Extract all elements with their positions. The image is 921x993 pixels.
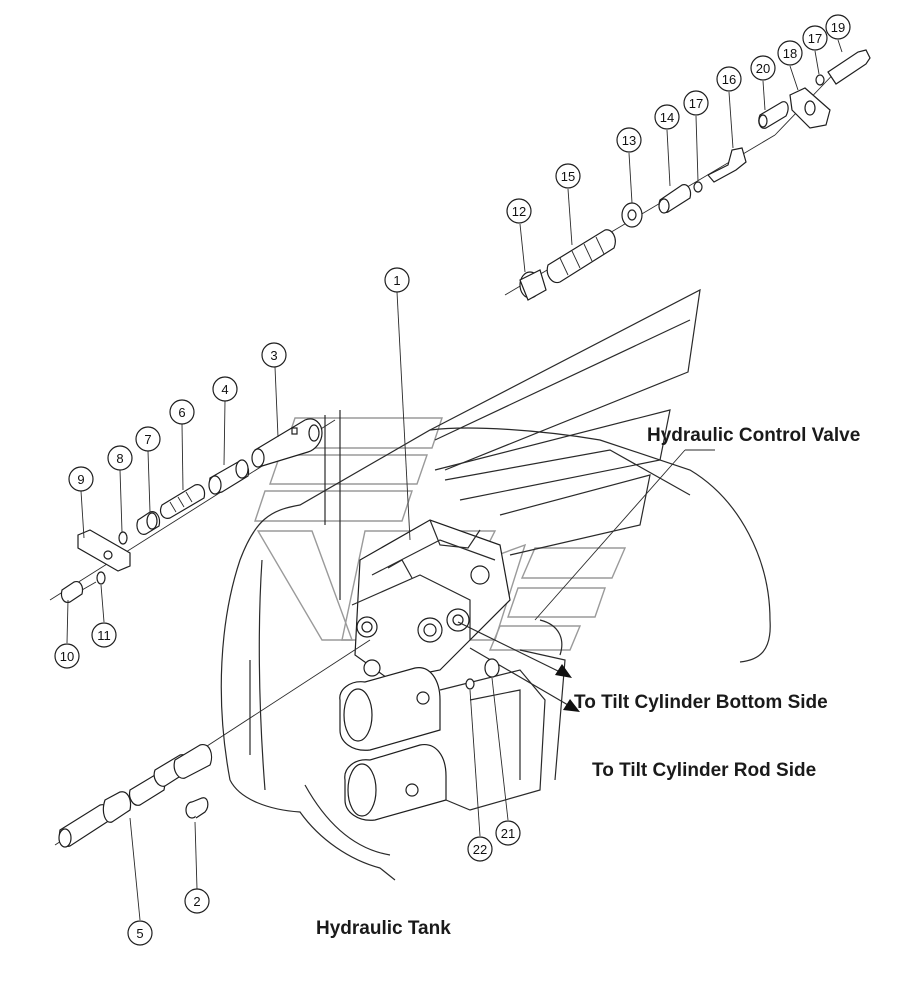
svg-text:18: 18 bbox=[783, 46, 797, 61]
callout-13: 13 bbox=[616, 127, 642, 153]
hydraulic-tank-label: Hydraulic Tank bbox=[316, 918, 451, 939]
svg-text:11: 11 bbox=[97, 628, 111, 643]
left-spool-parts bbox=[60, 418, 323, 603]
callout-15: 15 bbox=[555, 163, 581, 189]
leader-lines bbox=[66, 39, 843, 921]
callout-20: 20 bbox=[750, 55, 776, 81]
svg-text:9: 9 bbox=[77, 472, 84, 487]
flow-arrows bbox=[457, 621, 580, 712]
callout-8: 8 bbox=[107, 445, 133, 471]
callout-4: 4 bbox=[212, 376, 238, 402]
svg-text:16: 16 bbox=[722, 72, 736, 87]
svg-text:17: 17 bbox=[808, 31, 822, 46]
pump-assembly bbox=[339, 619, 566, 821]
callout-9: 9 bbox=[68, 466, 94, 492]
svg-text:8: 8 bbox=[116, 451, 123, 466]
svg-text:15: 15 bbox=[561, 169, 575, 184]
callout-18: 18 bbox=[777, 40, 803, 66]
callout-1: 1 bbox=[384, 267, 410, 293]
right-spool-parts bbox=[519, 49, 871, 301]
callout-3: 3 bbox=[261, 342, 287, 368]
callout-10: 10 bbox=[54, 643, 80, 669]
axis-lines bbox=[49, 61, 846, 846]
svg-text:6: 6 bbox=[178, 405, 185, 420]
callout-17-a: 17 bbox=[683, 90, 709, 116]
callout-22: 22 bbox=[467, 836, 493, 862]
tilt-rod-label: To Tilt Cylinder Rod Side bbox=[592, 760, 817, 781]
svg-text:10: 10 bbox=[60, 649, 74, 664]
svg-text:14: 14 bbox=[660, 110, 674, 125]
callout-5: 5 bbox=[127, 920, 153, 946]
svg-text:5: 5 bbox=[136, 926, 143, 941]
callout-12: 12 bbox=[506, 198, 532, 224]
callout-21: 21 bbox=[495, 820, 521, 846]
callout-6: 6 bbox=[169, 399, 195, 425]
svg-text:4: 4 bbox=[221, 382, 228, 397]
callout-16: 16 bbox=[716, 66, 742, 92]
lower-spool-parts bbox=[58, 743, 213, 848]
callouts: 1 2 3 4 5 6 7 8 9 10 11 12 13 14 15 16 1… bbox=[54, 14, 851, 946]
svg-text:12: 12 bbox=[512, 204, 526, 219]
tilt-bottom-label: To Tilt Cylinder Bottom Side bbox=[574, 692, 828, 713]
svg-text:7: 7 bbox=[144, 432, 151, 447]
svg-text:22: 22 bbox=[473, 842, 487, 857]
hydraulic-tank bbox=[220, 288, 771, 881]
svg-text:19: 19 bbox=[831, 20, 845, 35]
callout-14: 14 bbox=[654, 104, 680, 130]
svg-text:17: 17 bbox=[689, 96, 703, 111]
svg-text:13: 13 bbox=[622, 133, 636, 148]
svg-text:2: 2 bbox=[193, 894, 200, 909]
callout-17-b: 17 bbox=[802, 25, 828, 51]
callout-11: 11 bbox=[91, 622, 117, 648]
callout-7: 7 bbox=[135, 426, 161, 452]
svg-text:1: 1 bbox=[393, 273, 400, 288]
control-valve-body bbox=[351, 519, 511, 681]
callout-2: 2 bbox=[184, 888, 210, 914]
svg-text:20: 20 bbox=[756, 61, 770, 76]
callout-19: 19 bbox=[825, 14, 851, 40]
svg-text:21: 21 bbox=[501, 826, 515, 841]
svg-text:3: 3 bbox=[270, 348, 277, 363]
control-valve-label: Hydraulic Control Valve bbox=[647, 425, 861, 446]
